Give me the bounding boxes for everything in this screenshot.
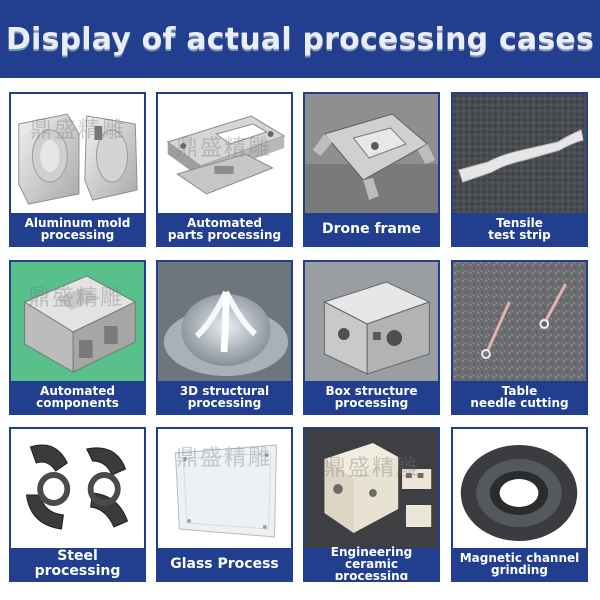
case-photo-3d-structural — [158, 262, 291, 383]
case-card-aluminum-mold: Aluminum mold processing — [9, 92, 146, 247]
case-photo-box-structure — [305, 262, 438, 383]
case-caption: Engineering ceramic processing — [305, 545, 438, 582]
header-banner: Display of actual processing cases — [0, 0, 600, 78]
case-photo-tensile-strip — [453, 94, 586, 215]
case-card-3d-structural: 3D structural processing — [156, 260, 293, 415]
case-photo-aluminum-mold — [11, 94, 144, 215]
case-card-glass: Glass Process — [156, 427, 293, 582]
caption-line-2: components — [36, 396, 119, 410]
case-photo-ceramic — [305, 429, 438, 550]
caption-line-2: test strip — [488, 228, 551, 242]
case-card-automated-parts: Automated parts processing — [156, 92, 293, 247]
case-photo-automated-components — [11, 262, 144, 383]
case-card-magnetic-channel: Magnetic channel grinding — [451, 427, 588, 582]
caption-line-1: Automated — [40, 384, 115, 398]
case-card-table-needle: Table needle cutting — [451, 260, 588, 415]
case-caption: Table needle cutting — [453, 381, 586, 413]
caption-line-1: 3D structural — [179, 384, 270, 398]
caption-line-2: ceramic processing — [334, 557, 409, 582]
case-photo-steel — [11, 429, 144, 550]
caption-line-1: Box structure — [325, 384, 418, 398]
case-card-automated-components: Automated components — [9, 260, 146, 415]
case-caption: 3D structural processing — [158, 381, 291, 413]
caption-line-1: Magnetic channel — [459, 551, 580, 565]
caption-line-2: processing — [334, 396, 409, 410]
case-card-steel: Steel processing — [9, 427, 146, 582]
case-photo-automated-parts — [158, 94, 291, 215]
caption-line-2: processing — [187, 396, 262, 410]
caption-line-1: Aluminum mold — [24, 216, 131, 230]
caption-line-2: needle cutting — [470, 396, 569, 410]
case-caption: Drone frame — [305, 213, 438, 245]
caption-line-1: Steel processing — [34, 548, 121, 579]
case-card-box-structure: Box structure processing — [303, 260, 440, 415]
case-caption: Automated components — [11, 381, 144, 413]
case-caption: Box structure processing — [305, 381, 438, 413]
case-caption: Automated parts processing — [158, 213, 291, 245]
caption-line-2: processing — [40, 228, 115, 242]
caption-line-1: Engineering — [330, 545, 413, 559]
caption-line-1: Glass Process — [170, 555, 279, 572]
case-caption: Magnetic channel grinding — [453, 548, 586, 580]
case-card-drone-frame: Drone frame — [303, 92, 440, 247]
case-caption: Tensile test strip — [453, 213, 586, 245]
case-card-tensile-strip: Tensile test strip — [451, 92, 588, 247]
caption-line-1: Tensile — [496, 216, 543, 230]
caption-line-2: parts processing — [167, 228, 282, 242]
case-photo-magnetic-channel — [453, 429, 586, 550]
page-title: Display of actual processing cases — [5, 21, 595, 57]
caption-line-1: Drone frame — [321, 220, 421, 237]
caption-line-2: grinding — [490, 563, 548, 577]
caption-line-1: Automated — [187, 216, 262, 230]
case-caption: Steel processing — [11, 548, 144, 580]
case-caption: Aluminum mold processing — [11, 213, 144, 245]
case-card-ceramic: Engineering ceramic processing — [303, 427, 440, 582]
case-photo-drone-frame — [305, 94, 438, 215]
case-photo-table-needle — [453, 262, 586, 383]
case-photo-glass — [158, 429, 291, 550]
case-caption: Glass Process — [158, 548, 291, 580]
caption-line-1: Table — [501, 384, 538, 398]
